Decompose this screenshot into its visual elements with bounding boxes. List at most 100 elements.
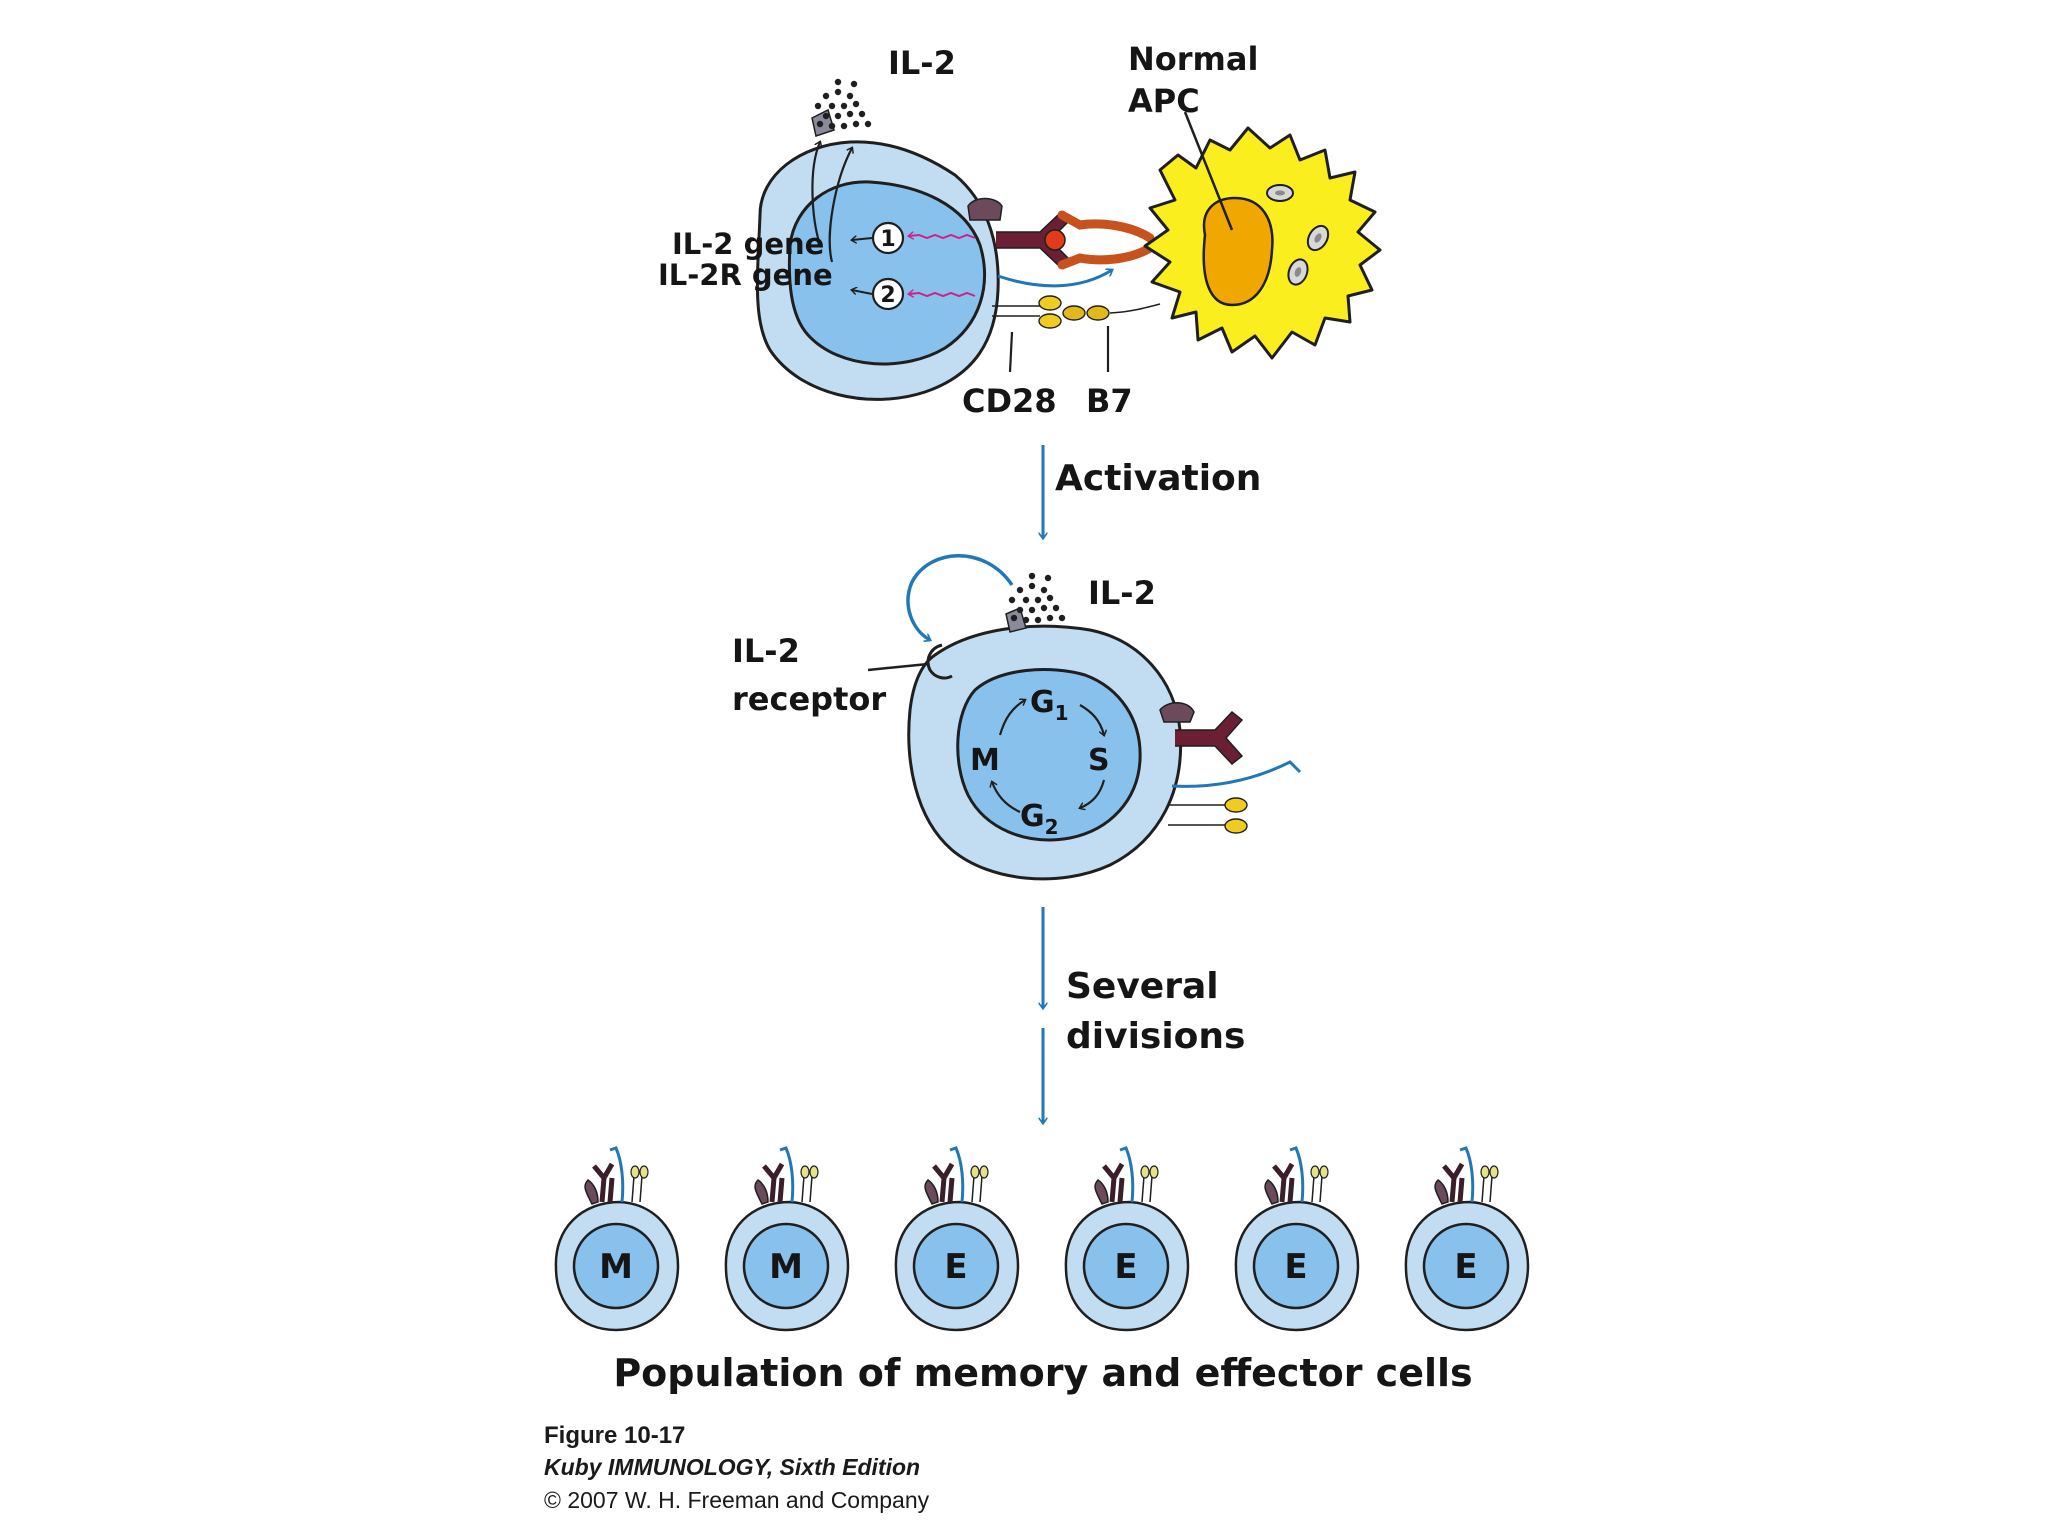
il2-particle [828, 102, 836, 110]
membrane-link [997, 270, 1112, 288]
il2-particles-mid [1008, 572, 1066, 624]
il2-receptor-label-line1: IL-2 [732, 632, 800, 670]
cd28-b7-pair [1038, 295, 1161, 329]
il2-particle [822, 92, 830, 100]
il2-particle [852, 120, 860, 128]
il2-particle [858, 110, 866, 118]
step-1-marker: 1 [871, 221, 905, 255]
daughter-cell-label: E [1454, 1247, 1477, 1287]
il2-particle [828, 122, 836, 130]
several-label: Several [1066, 966, 1219, 1007]
daughter-cell-memory: M [726, 1148, 848, 1330]
cycle-g1-label: G1 [1030, 685, 1069, 725]
signal-arrow-1 [909, 235, 976, 238]
step-2-label: 2 [880, 283, 895, 308]
cycle-g2-label: G2 [1020, 799, 1059, 839]
il2-particle [1016, 586, 1024, 594]
cycle-m-label: M [970, 743, 1000, 778]
il2-particle [1034, 616, 1042, 624]
il2-particle [1016, 606, 1024, 614]
cd28-stalk [992, 305, 1040, 317]
il2-particle [1040, 586, 1048, 594]
il2-particle [1022, 616, 1030, 624]
il2-particle [814, 102, 822, 110]
il2-particle [840, 122, 848, 130]
il2-particle [822, 112, 830, 120]
cycle-s-label: S [1088, 743, 1110, 778]
il2-particle [1010, 614, 1018, 622]
il2-particle [1046, 594, 1054, 602]
il2-receptor-pointer [867, 662, 929, 672]
il2-particle [1028, 572, 1036, 580]
il2-gene-label: IL-2 gene [672, 227, 824, 261]
daughter-cell-effector: E [1066, 1148, 1188, 1330]
activated-t-cell [907, 624, 1183, 881]
autocrine-loop-arrow [906, 554, 1014, 640]
divisions-label: divisions [1066, 1016, 1245, 1057]
daughter-cell-effector: E [896, 1148, 1018, 1330]
tcr-mhc-complex [967, 197, 1155, 270]
il2r-gene-export-arrow [828, 148, 852, 263]
step-1-arrow [852, 238, 873, 240]
il2-particle [1040, 604, 1048, 612]
il2-particle [816, 120, 824, 128]
il2-particle [834, 88, 842, 96]
normal-apc-label-line1: Normal [1128, 40, 1258, 78]
daughter-cell-label: E [1114, 1247, 1137, 1287]
copyright-line: © 2007 W. H. Freeman and Company [544, 1487, 930, 1513]
daughter-cell-label: E [1284, 1247, 1307, 1287]
activated-cd28 [1168, 797, 1248, 834]
il2-particle [840, 102, 848, 110]
daughter-cell-label: M [599, 1247, 633, 1287]
il2-particle [852, 100, 860, 108]
il2-particle [1008, 596, 1016, 604]
il2-particle [846, 92, 854, 100]
il2-particle [1028, 582, 1036, 590]
il2-particle [1034, 596, 1042, 604]
il2-receptor-label-line2: receptor [732, 680, 886, 718]
b7-label: B7 [1086, 382, 1133, 420]
il2-particles-top [814, 78, 872, 130]
activated-membrane-link [1171, 760, 1302, 788]
cd28-pointer [1008, 331, 1014, 373]
il2-particle [834, 78, 842, 86]
step-2-marker: 2 [871, 277, 905, 311]
step-2-arrow [852, 290, 873, 295]
activation-label: Activation [1055, 458, 1261, 499]
il2-receptor-cup [926, 643, 953, 680]
il2-particle [1052, 604, 1060, 612]
il2-gene-export-arrow [811, 142, 820, 246]
cd28-label: CD28 [962, 382, 1057, 420]
cycle-arrow-g2-m [992, 782, 1021, 813]
book-title: Kuby IMMUNOLOGY, Sixth Edition [544, 1454, 921, 1480]
daughter-cell-effector: E [1406, 1148, 1528, 1330]
daughter-cell-memory: M [556, 1148, 678, 1330]
il2-particle [1022, 596, 1030, 604]
il2r-gene-label: IL-2R gene [658, 258, 833, 292]
cycle-arrow-s-g2 [1080, 779, 1106, 808]
apc-pointer [1183, 111, 1234, 231]
daughter-cell-label: M [769, 1247, 803, 1287]
cycle-arrow-g1-s [1079, 704, 1104, 735]
population-title: Population of memory and effector cells [613, 1351, 1472, 1395]
normal-apc [1143, 126, 1382, 360]
daughter-cell-effector: E [1236, 1148, 1358, 1330]
il2-particle [850, 80, 858, 88]
step-1-label: 1 [880, 227, 895, 252]
daughter-cell-label: E [944, 1247, 967, 1287]
cycle-arrow-m-g1 [998, 700, 1025, 736]
t-cell-top [755, 140, 1000, 401]
figure-number: Figure 10-17 [544, 1422, 686, 1449]
il2-particle [1028, 606, 1036, 614]
il2-particle [846, 110, 854, 118]
signal-arrow-2 [909, 293, 976, 296]
activated-tcr [1159, 702, 1244, 766]
il2-particle [1046, 614, 1054, 622]
il2-particle [834, 112, 842, 120]
il2-particle [864, 120, 872, 128]
il2-top-label: IL-2 [888, 44, 956, 82]
il2-mid-label: IL-2 [1088, 574, 1156, 612]
il2-particle [1058, 614, 1066, 622]
